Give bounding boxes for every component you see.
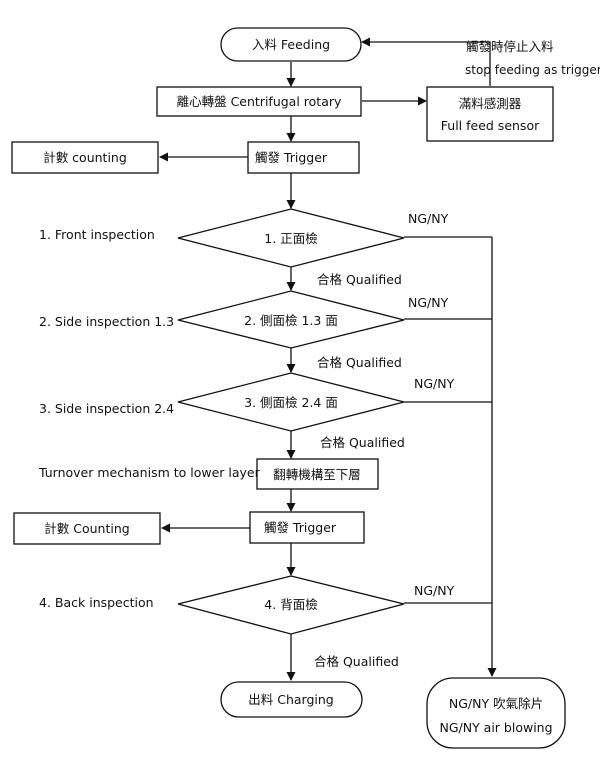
counting-2-label: 計數 Counting: [44, 521, 129, 536]
side-labels: 1. Front inspection 2. Side inspection 1…: [38, 227, 261, 610]
counting-1-node: 計數 counting: [11, 141, 159, 174]
full-feed-sensor-label-en: Full feed sensor: [441, 118, 540, 133]
side24-inspection-decision: 3. 側面檢 2.4 面: [177, 372, 405, 432]
centrifugal-rotary-label: 離心轉盤 Centrifugal rotary: [177, 94, 342, 109]
edge-sensor-stop-feeding: [361, 37, 491, 86]
ng-label-side24: NG/NY: [414, 376, 455, 391]
ng-label-front: NG/NY: [408, 211, 449, 226]
qualified-label-4: 合格 Qualified: [314, 654, 399, 669]
full-feed-sensor-label-cn: 滿料感測器: [459, 96, 522, 111]
front-inspection-decision: 1. 正面檢: [177, 208, 405, 268]
trigger-2-node: 觸發 Trigger: [249, 511, 365, 544]
ng-label-side13: NG/NY: [408, 295, 449, 310]
edge-labels: 觸發時停止入料 stop feeding as trigger NG/NY NG…: [314, 39, 600, 669]
front-inspection-decision-label: 1. 正面檢: [264, 231, 318, 246]
stop-feeding-label-cn: 觸發時停止入料: [466, 39, 554, 54]
turnover-side-label: Turnover mechanism to lower layer: [38, 465, 261, 480]
trigger-1-node: 觸發 Trigger: [247, 141, 360, 174]
turnover-node: 翻轉機構至下層: [256, 458, 379, 490]
side13-inspection-decision-label: 2. 側面檢 1.3 面: [244, 313, 338, 328]
side24-inspection-decision-label: 3. 側面檢 2.4 面: [244, 395, 338, 410]
qualified-label-3: 合格 Qualified: [320, 435, 405, 450]
side13-inspection-decision: 2. 側面檢 1.3 面: [177, 290, 405, 349]
reject-air-blowing-label-cn: NG/NY 吹氣除片: [449, 696, 543, 711]
centrifugal-rotary-node: 離心轉盤 Centrifugal rotary: [156, 86, 362, 117]
trigger-2-label: 觸發 Trigger: [264, 520, 337, 535]
side13-inspection-side-label: 2. Side inspection 1.3: [39, 314, 174, 329]
back-inspection-decision: 4. 背面檢: [177, 575, 405, 635]
charging-node: 出料 Charging: [220, 681, 363, 718]
trigger-1-label: 觸發 Trigger: [255, 150, 328, 165]
reject-air-blowing-node: NG/NY 吹氣除片 NG/NY air blowing: [426, 677, 566, 749]
ng-label-back: NG/NY: [414, 583, 455, 598]
qualified-label-2: 合格 Qualified: [317, 355, 402, 370]
front-inspection-side-label: 1. Front inspection: [39, 227, 155, 242]
flow-edges: [159, 37, 497, 681]
counting-2-node: 計數 Counting: [13, 512, 161, 545]
qualified-label-1: 合格 Qualified: [317, 272, 402, 287]
back-inspection-decision-label: 4. 背面檢: [264, 597, 318, 612]
reject-air-blowing-label-en: NG/NY air blowing: [439, 720, 552, 735]
back-inspection-side-label: 4. Back inspection: [39, 595, 154, 610]
feeding-node: 入料 Feeding: [220, 27, 362, 62]
counting-1-label: 計數 counting: [43, 150, 127, 165]
charging-label: 出料 Charging: [248, 692, 333, 707]
turnover-label: 翻轉機構至下層: [273, 467, 361, 482]
side24-inspection-side-label: 3. Side inspection 2.4: [39, 401, 174, 416]
full-feed-sensor-node: 滿料感測器 Full feed sensor: [426, 86, 554, 142]
stop-feeding-label-en: stop feeding as trigger: [465, 63, 600, 77]
feeding-label: 入料 Feeding: [252, 37, 330, 52]
